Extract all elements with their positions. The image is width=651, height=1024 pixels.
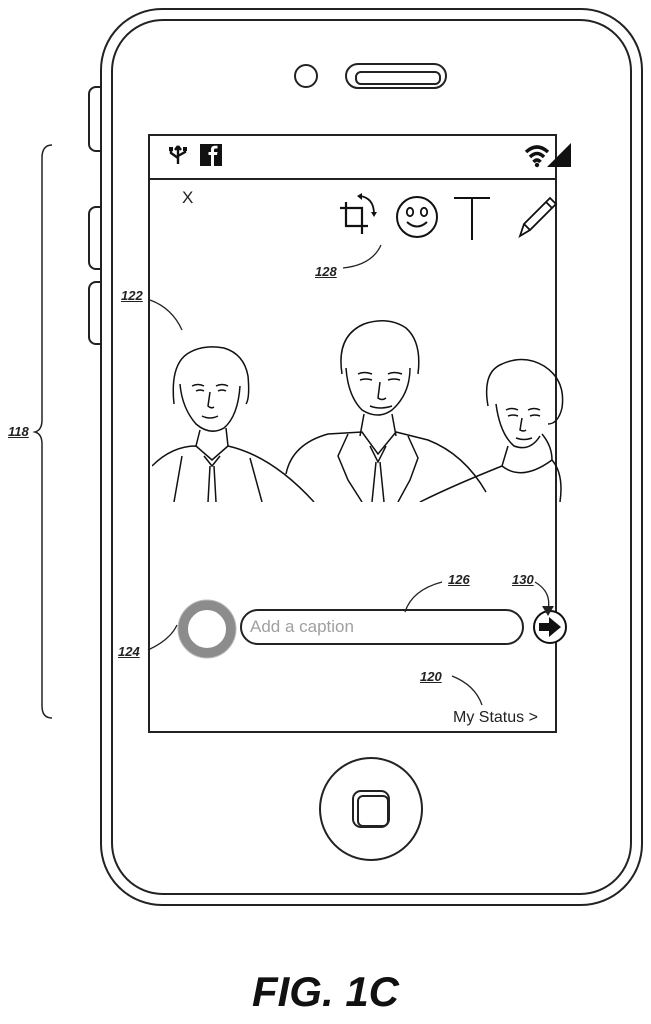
ref-label-tools: 128 xyxy=(315,264,337,279)
home-button-square xyxy=(352,790,390,828)
ref-label-caption: 126 xyxy=(448,572,470,587)
ref-label-avatar: 124 xyxy=(118,644,140,659)
ref-label-send: 130 xyxy=(512,572,534,587)
ref-label-status: 120 xyxy=(420,669,442,684)
ref-label-image: 122 xyxy=(121,288,143,303)
figure-label: FIG. 1C xyxy=(0,968,651,1016)
